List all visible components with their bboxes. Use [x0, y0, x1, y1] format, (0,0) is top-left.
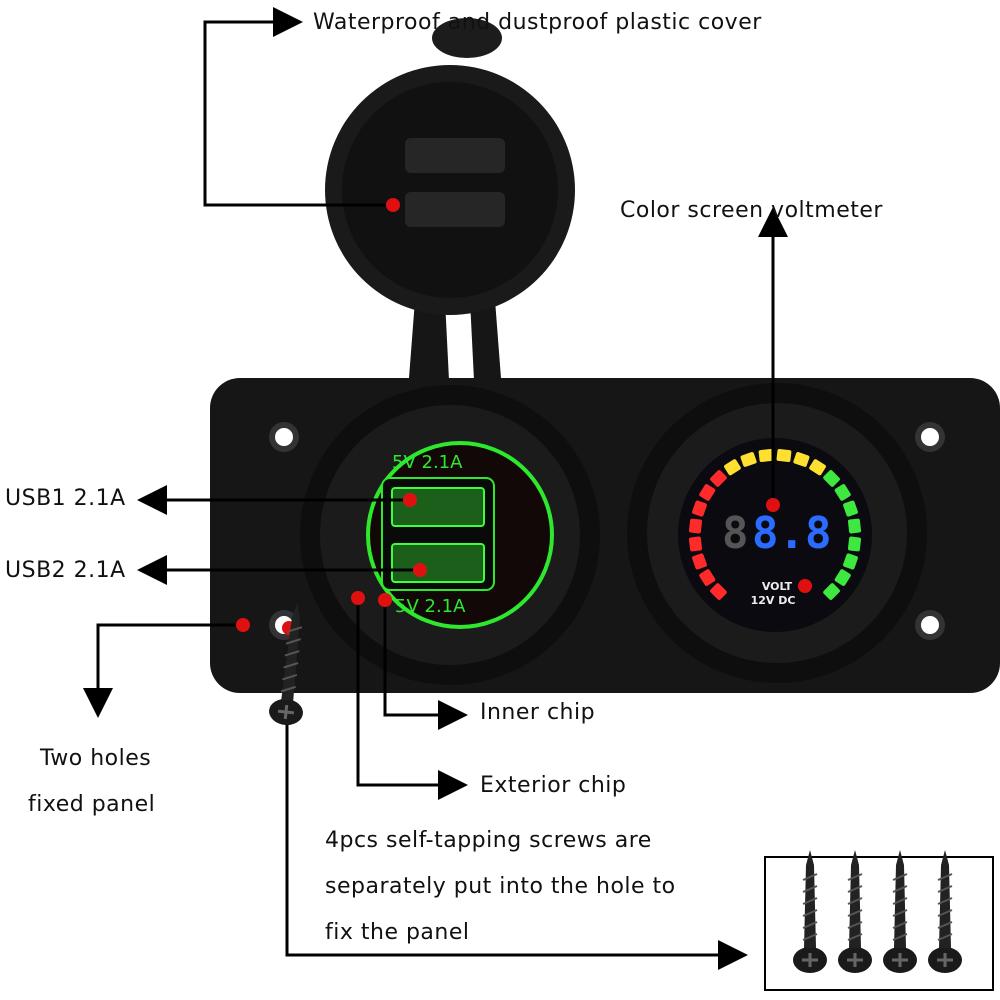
usb1-label: USB1 2.1A [5, 486, 126, 511]
voltmeter-segment [847, 518, 862, 534]
voltmeter-segment [688, 536, 703, 552]
voltmeter-segment-ring [688, 448, 862, 600]
voltmeter-segment [823, 583, 840, 600]
cover-label: Waterproof and dustproof plastic cover [313, 10, 762, 35]
voltmeter-segment [740, 452, 757, 467]
screws-box [764, 856, 994, 991]
voltmeter-segment [847, 536, 862, 552]
voltmeter-reading: 8.8 [752, 508, 832, 559]
screws-line-1: 4pcs self-tapping screws are [325, 828, 652, 853]
usb-top-marking: 5V 2.1A [392, 452, 463, 473]
screws-description: 4pcs self-tapping screws are separately … [325, 818, 676, 956]
voltmeter-segment [834, 569, 851, 586]
voltmeter-segment [710, 583, 727, 600]
voltmeter-segment [793, 452, 810, 467]
volt-label: VOLT [761, 580, 793, 593]
voltmeter-segment [688, 518, 703, 534]
usb2-label: USB2 2.1A [5, 558, 126, 583]
usb2-port [391, 543, 485, 583]
voltmeter-segment [823, 470, 840, 487]
voltmeter-segment [692, 553, 707, 570]
usb1-port [391, 487, 485, 527]
exterior-chip-label: Exterior chip [480, 773, 627, 798]
voltmeter-segment [776, 448, 792, 463]
screws-line-3: fix the panel [325, 920, 470, 945]
voltmeter-segment [843, 500, 858, 517]
voltmeter-unlit-digit: 8 [722, 508, 749, 559]
usb-socket [300, 385, 600, 685]
voltmeter-segment [692, 500, 707, 517]
voltmeter-segment [834, 484, 851, 501]
plastic-cover [325, 18, 575, 430]
voltmeter-segment [809, 459, 826, 476]
voltmeter-segment [724, 459, 741, 476]
inner-chip-label: Inner chip [480, 700, 596, 725]
holes-label-line2: fixed panel [28, 792, 156, 817]
voltmeter-label: Color screen voltmeter [620, 198, 883, 223]
voltmeter-segment [710, 470, 727, 487]
holes-label-line1: Two holes [40, 746, 152, 771]
voltmeter [627, 383, 927, 683]
voltmeter-segment [843, 553, 858, 570]
usb-bottom-marking: 5V 2.1A [395, 596, 466, 617]
rating-label: 12V DC [750, 594, 796, 607]
voltmeter-segment [699, 569, 716, 586]
leader-arrows [83, 7, 788, 970]
screws-line-2: separately put into the hole to [325, 874, 676, 899]
voltmeter-segment [699, 484, 716, 501]
voltmeter-segment [758, 448, 774, 463]
